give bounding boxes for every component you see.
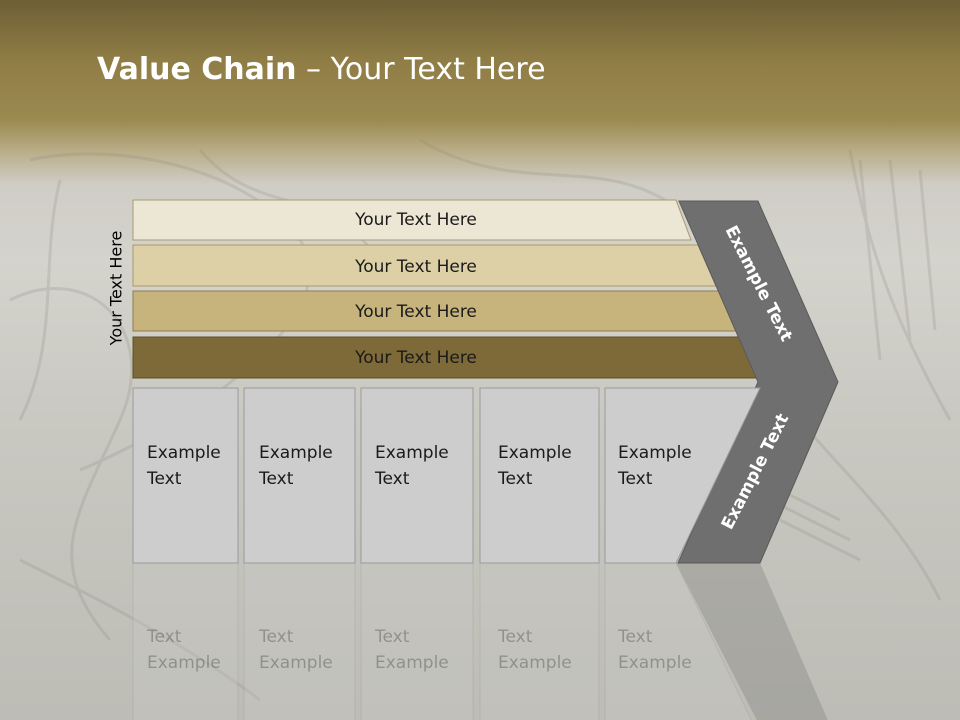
box-1: Example Text [132,387,239,564]
box-4: Example Text [479,387,600,564]
svg-text:Text: Text [617,627,653,647]
svg-text:Text: Text [497,627,533,647]
box-3: Example Text [360,387,474,564]
page-title: Value Chain – Your Text Here [97,52,546,87]
box-5-line2: Text [617,469,653,489]
svg-text:Example: Example [618,653,692,673]
title-rest: – Your Text Here [296,52,546,87]
box-2: Example Text [243,387,356,564]
band-label-2: Your Text Here [354,257,477,277]
svg-text:Example: Example [498,653,572,673]
svg-text:Text: Text [258,627,294,647]
box-4-line1: Example [498,443,572,463]
diagram-reflection: Example Text Example Text Example Text E… [132,562,828,720]
svg-text:Example: Example [147,653,221,673]
box-3-line1: Example [375,443,449,463]
box-2-line2: Text [258,469,294,489]
svg-text:Text: Text [146,627,182,647]
box-5-line1: Example [618,443,692,463]
box-1-line1: Example [147,443,221,463]
box-1-line2: Text [146,469,182,489]
svg-text:Example: Example [375,653,449,673]
band-label-1: Your Text Here [354,210,477,230]
box-4-line2: Text [497,469,533,489]
box-2-line1: Example [259,443,333,463]
title-bold: Value Chain [97,52,297,87]
band-1 [132,199,692,241]
svg-text:Example: Example [259,653,333,673]
box-3-line2: Text [374,469,410,489]
band-label-3: Your Text Here [354,302,477,322]
box-5: Example Text [604,387,761,564]
svg-text:Text: Text [374,627,410,647]
band-label-4: Your Text Here [354,348,477,368]
